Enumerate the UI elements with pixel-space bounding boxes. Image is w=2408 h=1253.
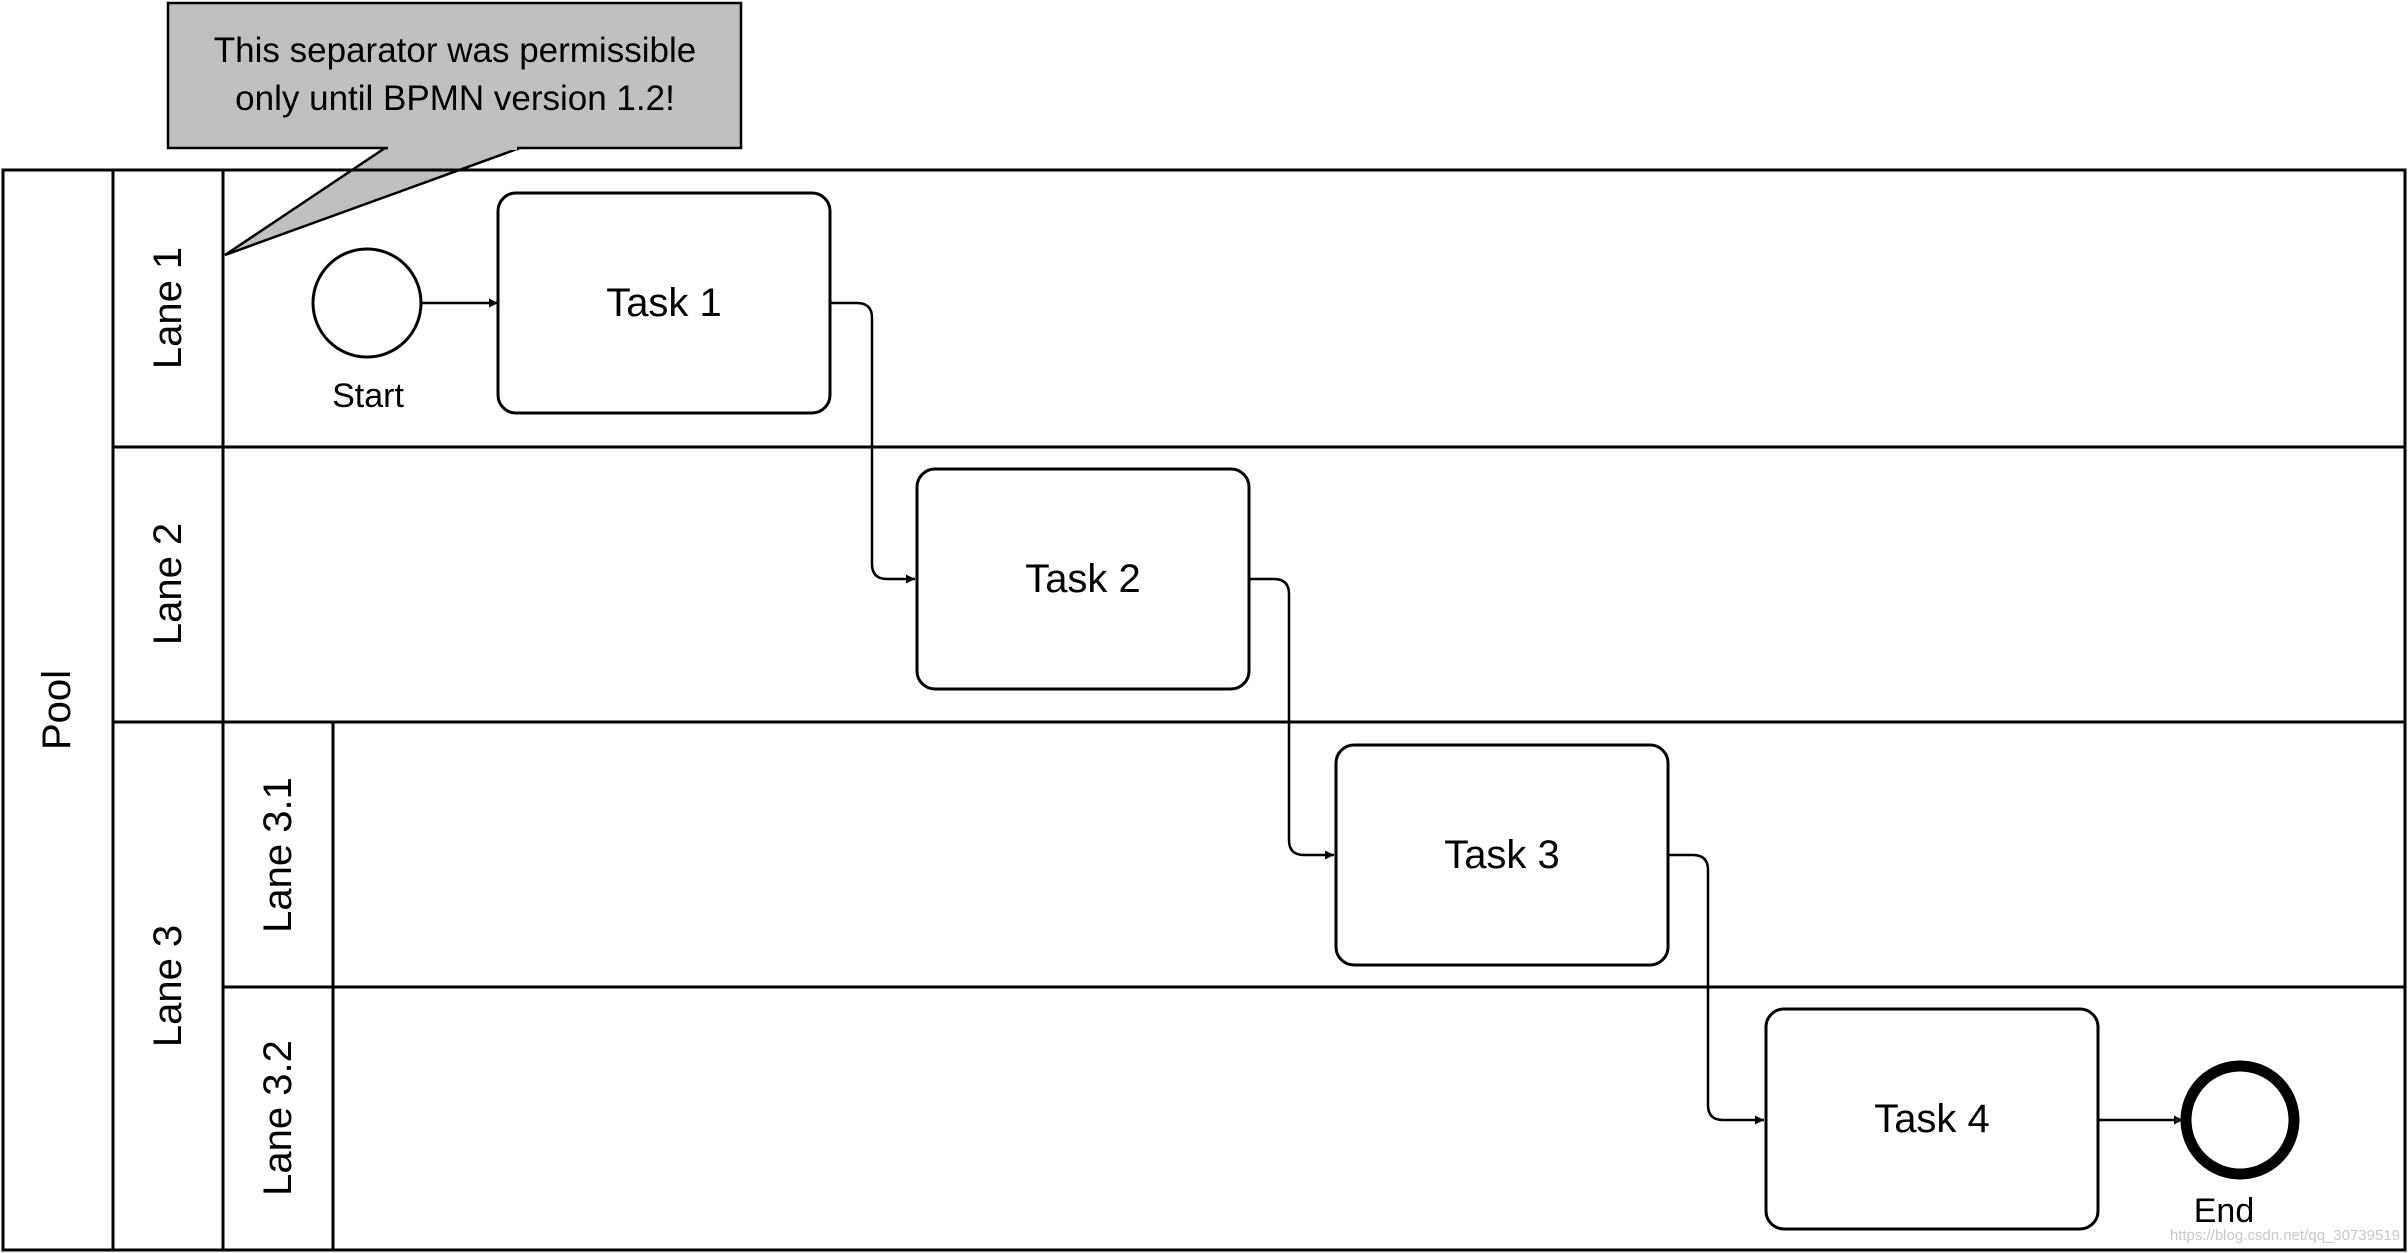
lane-2-label: Lane 2 xyxy=(146,523,190,645)
task-4-box[interactable] xyxy=(1764,1007,2100,1231)
start-event[interactable]: Start xyxy=(311,247,423,415)
lane-3-2-label: Lane 3.2 xyxy=(256,1040,300,1196)
task-1[interactable]: Task 1 xyxy=(496,191,832,415)
task-3-label: Task 3 xyxy=(1444,833,1560,877)
flow-task2-task3 xyxy=(1249,577,1334,860)
pool: Pool xyxy=(1,168,2407,1252)
callout-pointer xyxy=(224,146,521,257)
end-event-label: End xyxy=(2194,1192,2255,1230)
end-event[interactable]: End xyxy=(2180,1060,2300,1230)
end-event-circle[interactable] xyxy=(2180,1060,2300,1180)
watermark-text: https://blog.csdn.net/qq_30739519 xyxy=(2170,1227,2400,1244)
lane-1-label: Lane 1 xyxy=(146,247,190,369)
task-4[interactable]: Task 4 xyxy=(1764,1007,2100,1231)
pool-label: Pool xyxy=(35,670,79,750)
sequence-flows xyxy=(422,298,2183,1125)
task-2-box[interactable] xyxy=(915,467,1251,691)
task-3-box[interactable] xyxy=(1334,743,1670,967)
callout-text-line1: This separator was permissible xyxy=(214,31,696,70)
callout-box xyxy=(166,1,743,150)
start-event-label: Start xyxy=(332,377,404,415)
pool-border xyxy=(1,168,2407,1252)
task-2-label: Task 2 xyxy=(1025,557,1141,601)
start-event-circle[interactable] xyxy=(311,247,423,359)
lane-3-1-label: Lane 3.1 xyxy=(256,777,300,933)
task-1-box[interactable] xyxy=(496,191,832,415)
flow-task1-task2 xyxy=(830,301,915,584)
task-3[interactable]: Task 3 xyxy=(1334,743,1670,967)
task-4-label: Task 4 xyxy=(1874,1097,1990,1141)
task-2[interactable]: Task 2 xyxy=(915,467,1251,691)
lane-3-label: Lane 3 xyxy=(146,925,190,1047)
flow-task3-task4 xyxy=(1668,853,1764,1125)
lane-headers: Lane 1 Lane 2 Lane 3 Lane 3.1 Lane 3.2 xyxy=(113,170,2405,1250)
callout-text-line2: only until BPMN version 1.2! xyxy=(235,79,675,118)
callout-annotation: This separator was permissible only unti… xyxy=(166,1,743,257)
task-1-label: Task 1 xyxy=(606,281,722,325)
